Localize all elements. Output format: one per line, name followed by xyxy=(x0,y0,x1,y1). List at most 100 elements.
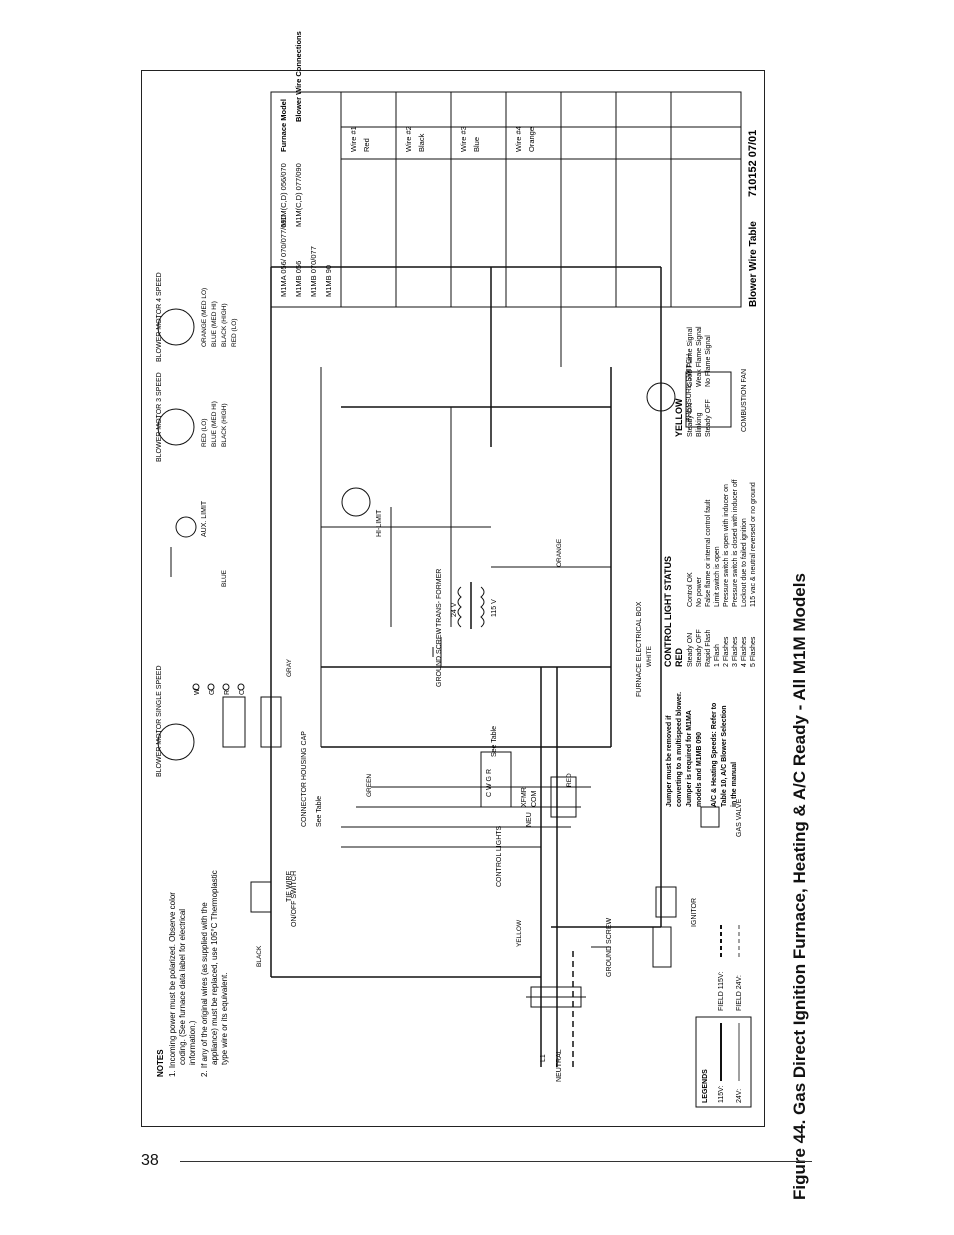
svg-text:Wire #1: Wire #1 xyxy=(349,126,358,152)
xfmr-label: XFMR xyxy=(521,787,528,807)
tstat-w: W xyxy=(194,688,201,695)
aux-limit-label: AUX. LIMIT xyxy=(201,500,208,537)
svg-text:Rapid Flash: Rapid Flash xyxy=(705,630,712,667)
svg-text:Steady OFF: Steady OFF xyxy=(705,399,712,437)
wire-orange-medlo-label: ORANGE (MED LO) xyxy=(201,288,208,347)
blower-wire-table: Blower Wire Connections Furnace Model Wi… xyxy=(270,31,759,308)
svg-text:LEGENDS: LEGENDS xyxy=(702,1069,709,1103)
figure-title: Figure 44. Gas Direct Ignition Furnace, … xyxy=(790,573,809,1200)
tstat-r: R xyxy=(224,690,231,695)
svg-text:L1: L1 xyxy=(540,1054,547,1062)
svg-text:No Flame Signal: No Flame Signal xyxy=(705,335,712,387)
blower4-label: BLOWER MOTOR 4 SPEED xyxy=(156,272,163,362)
svg-text:Black: Black xyxy=(417,133,426,152)
svg-text:No power: No power xyxy=(696,576,703,607)
svg-text:Steady ON: Steady ON xyxy=(687,633,694,667)
svg-text:2 Flashes: 2 Flashes xyxy=(723,636,730,667)
svg-text:2. If any of the original wir: 2. If any of the original wires (as supp… xyxy=(200,902,209,1077)
svg-text:Red: Red xyxy=(362,138,371,152)
svg-text:Blinking: Blinking xyxy=(696,412,703,437)
wire-red-label: RED xyxy=(566,773,573,787)
control-light-status: CONTROL LIGHT STATUS RED Steady ON Contro… xyxy=(663,326,757,667)
wire-black-high-label: BLACK (HIGH) xyxy=(221,403,228,447)
legend-box: LEGENDS 115V: 24V: FIELD 115V: FIELD 24V… xyxy=(695,922,752,1108)
svg-text:M1MB 070/077: M1MB 070/077 xyxy=(309,246,318,297)
wire-blue-medhi-label: BLUE (MED HI) xyxy=(211,401,218,447)
svg-text:Wire #2: Wire #2 xyxy=(404,126,413,152)
xfmr-24v-label: 24 V xyxy=(451,602,458,617)
jumper-note: Jumper must be removed if converting to … xyxy=(666,692,738,807)
wire-blue-medhi4-label: BLUE (MED HI) xyxy=(211,301,218,347)
svg-text:NEUTRAL: NEUTRAL xyxy=(556,1049,563,1082)
svg-text:1. Incoming power must be pol: 1. Incoming power must be polarized. Obs… xyxy=(168,892,177,1077)
wire-white-label: WHITE xyxy=(646,645,653,667)
svg-text:115V:: 115V: xyxy=(718,1085,725,1103)
table-group-header: Blower Wire Connections xyxy=(294,31,303,122)
status-heading: CONTROL LIGHT STATUS xyxy=(663,556,673,667)
svg-text:in the manual: in the manual xyxy=(731,762,738,807)
svg-text:Blue: Blue xyxy=(472,137,481,152)
svg-text:Orange: Orange xyxy=(527,127,536,152)
ground-screw-label: GROUND SCREW xyxy=(436,627,443,687)
svg-text:coding. (See furnace data labe: coding. (See furnace data label for elec… xyxy=(178,909,187,1065)
tie-wire-label: TIE WIRE xyxy=(286,871,293,902)
table-col-model: Furnace Model xyxy=(279,99,288,152)
svg-text:M1MA 056/ 070/077/090: M1MA 056/ 070/077/090 xyxy=(279,215,288,297)
power-inputs: L1 NEUTRAL GROUND SCREW xyxy=(526,917,613,1082)
svg-text:FIELD 24V:: FIELD 24V: xyxy=(736,975,743,1011)
svg-text:M1MB 056: M1MB 056 xyxy=(294,261,303,297)
svg-text:FIELD 115V:: FIELD 115V: xyxy=(718,972,725,1011)
svg-text:5 Flashes: 5 Flashes xyxy=(750,636,757,667)
svg-text:Pressure switch is open with i: Pressure switch is open with inducer on xyxy=(723,484,730,607)
svg-text:Lockout due to failed ignition: Lockout due to failed ignition xyxy=(741,518,748,607)
status-yellow-head: YELLOW xyxy=(674,398,684,437)
svg-text:Control OK: Control OK xyxy=(687,572,694,607)
svg-text:type wire or its equivalent.: type wire or its equivalent. xyxy=(220,973,229,1066)
wire-yellow-label: YELLOW xyxy=(516,919,523,947)
diagram-frame xyxy=(141,70,765,1127)
doc-id: 710152 07/01 xyxy=(747,130,759,197)
status-red-head: RED xyxy=(674,647,684,667)
table-caption: Blower Wire Table xyxy=(748,221,759,307)
hi-limit-label: HI-LIMIT xyxy=(376,509,383,537)
tstat-g: G xyxy=(209,690,216,695)
footer-rule xyxy=(180,1161,812,1162)
cwgr-label: C W G R xyxy=(486,769,493,797)
svg-text:Jumper is required for M1MA: Jumper is required for M1MA xyxy=(686,710,693,807)
ignitor-label: IGNITOR xyxy=(691,898,698,927)
svg-text:Table 10, A/C Blower Selection: Table 10, A/C Blower Selection xyxy=(721,705,728,807)
svg-text:models and M1MB 090: models and M1MB 090 xyxy=(696,732,703,807)
wire-green-label: GREEN xyxy=(366,774,373,797)
svg-text:M1MB 90: M1MB 90 xyxy=(324,265,333,297)
wire-red-lo4-label: RED (LO) xyxy=(231,318,238,347)
svg-text:appliance) must be replaced, u: appliance) must be replaced, use 105°C T… xyxy=(210,870,219,1065)
wire-orange-label: ORANGE xyxy=(556,538,563,567)
connector-cap-label: CONNECTOR HOUSING CAP xyxy=(301,731,308,827)
svg-text:False flame or internal contro: False flame or internal control fault xyxy=(705,500,712,607)
svg-text:Wire #3: Wire #3 xyxy=(459,126,468,152)
svg-text:Jumper must be removed if: Jumper must be removed if xyxy=(666,715,673,807)
control-lights-label: CONTROL LIGHTS xyxy=(496,825,503,887)
svg-text:115 vac & neutral reversed or: 115 vac & neutral reversed or no ground xyxy=(750,482,757,607)
blower-single-label: BLOWER MOTOR SINGLE SPEED xyxy=(156,665,163,777)
wire-red-lo-label: RED (LO) xyxy=(201,418,208,447)
svg-text:Steady OFF: Steady OFF xyxy=(696,629,703,667)
wire-blue-label: BLUE xyxy=(221,569,228,587)
wire-black-high4-label: BLACK (HIGH) xyxy=(221,303,228,347)
svg-text:Wire #4: Wire #4 xyxy=(514,126,523,152)
page-number: 38 xyxy=(141,1152,159,1169)
svg-text:Limit switch is open: Limit switch is open xyxy=(714,546,721,607)
svg-text:converting to a multispeed blo: converting to a multispeed blower. xyxy=(676,692,683,807)
wire-black-label: BLACK xyxy=(256,945,263,967)
wire-gray-label: GRAY xyxy=(286,658,293,677)
see-table-label: See Table xyxy=(316,796,323,827)
tstat-c: C xyxy=(239,690,246,695)
svg-text:A/C & Heating Speeds: Refer to: A/C & Heating Speeds: Refer to xyxy=(711,703,718,807)
pressure-switch-label: PRESSURE SWITCH xyxy=(686,354,693,422)
transformer-label: TRANS- FORMER xyxy=(436,569,443,627)
notes-block: NOTES 1. Incoming power must be polarize… xyxy=(156,870,229,1077)
onoff-switch-label: ON/OFF SWITCH xyxy=(291,871,298,927)
svg-text:M1M(C,D) 056/070: M1M(C,D) 056/070 xyxy=(279,163,288,227)
svg-text:4 Flashes: 4 Flashes xyxy=(741,636,748,667)
